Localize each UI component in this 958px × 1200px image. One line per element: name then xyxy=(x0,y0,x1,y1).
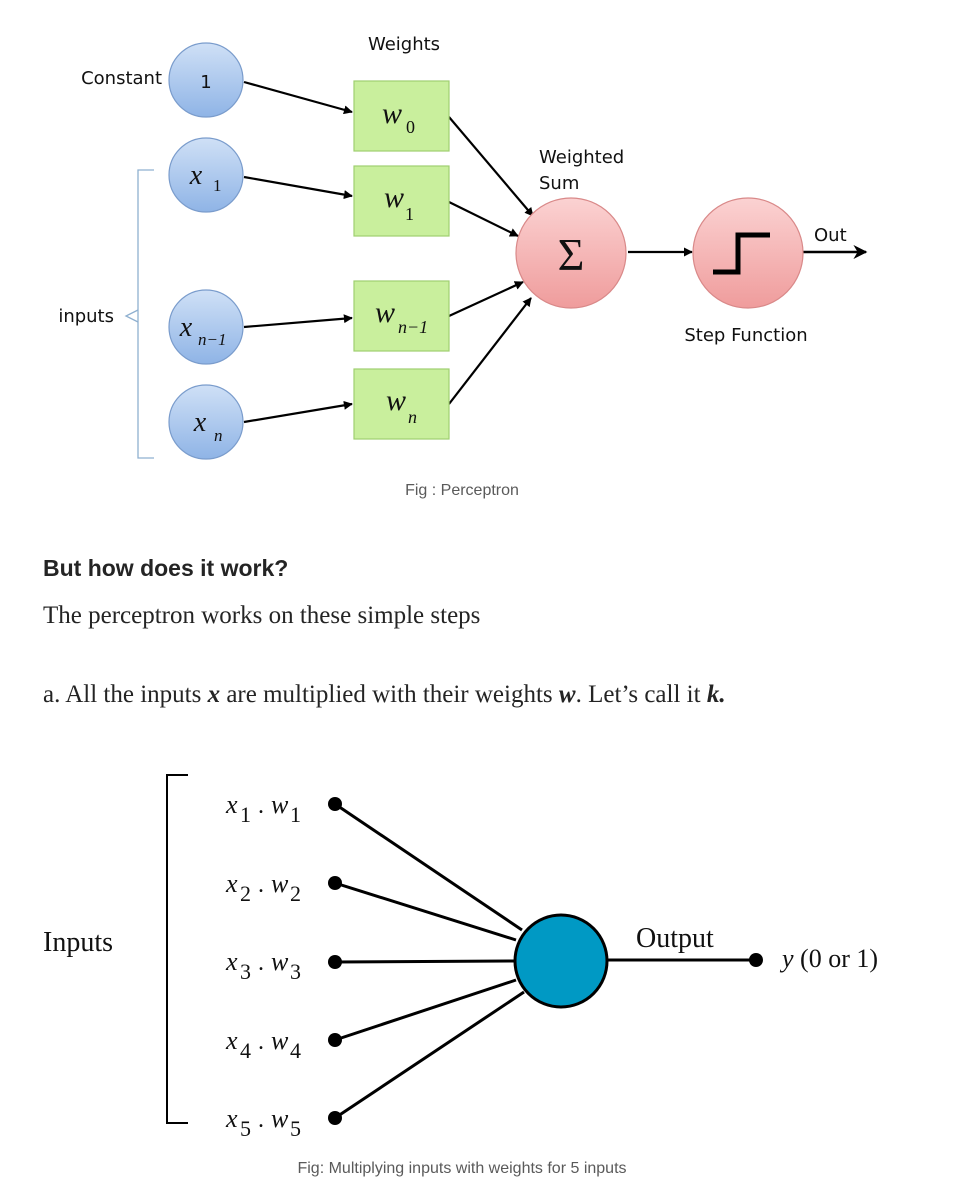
constant-label: Constant xyxy=(81,68,162,89)
input-arrows xyxy=(243,80,353,424)
sigma-symbol: Σ xyxy=(558,229,585,280)
svg-text:2: 2 xyxy=(290,881,301,906)
svg-text:1: 1 xyxy=(200,72,211,93)
svg-text:x: x xyxy=(225,1026,238,1055)
svg-text:2: 2 xyxy=(240,881,251,906)
var-k: k. xyxy=(706,681,726,708)
term-x4w4: x 4 . w 4 xyxy=(225,1026,301,1063)
svg-text:n−1: n−1 xyxy=(198,330,226,349)
svg-text:w: w xyxy=(271,1026,289,1055)
inputs-bracket xyxy=(166,774,188,1124)
svg-text:x: x xyxy=(193,407,207,438)
weight-box-wn: w n xyxy=(353,368,450,440)
weight-arrows xyxy=(448,116,534,405)
svg-text:.: . xyxy=(258,950,264,976)
svg-text:5: 5 xyxy=(240,1116,251,1141)
constant-node: 1 xyxy=(168,42,244,118)
svg-text:.: . xyxy=(258,1107,264,1133)
svg-text:3: 3 xyxy=(290,959,301,984)
step-function-label: Step Function xyxy=(684,325,807,346)
weight-box-w0: w 0 xyxy=(353,80,450,152)
input-node-x1: x 1 xyxy=(168,137,244,213)
svg-text:0: 0 xyxy=(406,117,415,137)
svg-text:w: w xyxy=(384,181,404,214)
neuron-node xyxy=(513,913,609,1009)
term-x3w3: x 3 . w 3 xyxy=(225,947,301,984)
svg-text:w: w xyxy=(271,1104,289,1133)
svg-text:.: . xyxy=(258,793,264,819)
figure-caption-weighted-inputs: Fig: Multiplying inputs with weights for… xyxy=(297,1160,627,1177)
svg-text:w: w xyxy=(271,947,289,976)
intro-paragraph: The perceptron works on these simple ste… xyxy=(43,602,481,629)
inputs-label: inputs xyxy=(58,306,114,327)
figure-caption-perceptron: Fig : Perceptron xyxy=(405,482,519,499)
svg-text:1: 1 xyxy=(290,802,301,827)
svg-text:w: w xyxy=(271,790,289,819)
inputs-bracket xyxy=(137,169,154,459)
svg-text:w: w xyxy=(271,869,289,898)
svg-text:x: x xyxy=(225,947,238,976)
svg-text:x: x xyxy=(225,790,238,819)
step-a-paragraph: a. All the inputs x are multiplied with … xyxy=(43,681,726,708)
weight-box-wn-1: w n−1 xyxy=(353,280,450,352)
input-lines xyxy=(334,802,525,1120)
output-label: Output xyxy=(636,923,714,954)
svg-text:1: 1 xyxy=(213,176,222,195)
perceptron-diagram: Weights Constant inputs Weighted Sum Ste… xyxy=(58,34,868,460)
term-x5w5: x 5 . w 5 xyxy=(225,1104,301,1141)
svg-text:w: w xyxy=(386,384,406,417)
svg-text:w: w xyxy=(375,296,395,329)
svg-text:n−1: n−1 xyxy=(398,317,428,337)
input-dots xyxy=(328,797,342,1125)
svg-text:n: n xyxy=(214,426,223,445)
svg-text:1: 1 xyxy=(240,802,251,827)
section-heading: But how does it work? xyxy=(43,555,289,581)
step-function-node xyxy=(692,197,804,309)
svg-text:x: x xyxy=(225,869,238,898)
weights-title: Weights xyxy=(368,34,440,55)
svg-text:4: 4 xyxy=(290,1038,301,1063)
weighted-sum-node: Σ xyxy=(515,197,627,309)
output-value: y (0 or 1) xyxy=(779,944,878,973)
var-x: x xyxy=(207,681,221,708)
svg-text:3: 3 xyxy=(240,959,251,984)
svg-text:1: 1 xyxy=(405,204,414,224)
svg-text:x: x xyxy=(225,1104,238,1133)
input-node-xn-1: x n−1 xyxy=(168,289,244,365)
svg-text:.: . xyxy=(258,1029,264,1055)
weighted-sum-label-line2: Sum xyxy=(539,173,579,194)
svg-text:x: x xyxy=(189,160,203,191)
out-label: Out xyxy=(814,225,847,246)
inputs-bracket-tip xyxy=(124,309,139,323)
weighted-sum-label-line1: Weighted xyxy=(539,147,624,168)
svg-text:n: n xyxy=(408,407,417,427)
term-x1w1: x 1 . w 1 xyxy=(225,790,301,827)
inputs-label: Inputs xyxy=(43,927,113,958)
weight-box-w1: w 1 xyxy=(353,165,450,237)
input-node-xn: x n xyxy=(168,384,244,460)
output-dot xyxy=(749,953,763,967)
step-icon xyxy=(713,232,770,275)
var-w: w xyxy=(558,681,576,708)
svg-text:x: x xyxy=(179,312,193,343)
weighted-inputs-diagram: Inputs x 1 . w 1 x xyxy=(43,774,878,1141)
svg-text:w: w xyxy=(382,97,402,130)
svg-text:5: 5 xyxy=(290,1116,301,1141)
term-x2w2: x 2 . w 2 xyxy=(225,869,301,906)
svg-text:.: . xyxy=(258,872,264,898)
svg-text:4: 4 xyxy=(240,1038,251,1063)
